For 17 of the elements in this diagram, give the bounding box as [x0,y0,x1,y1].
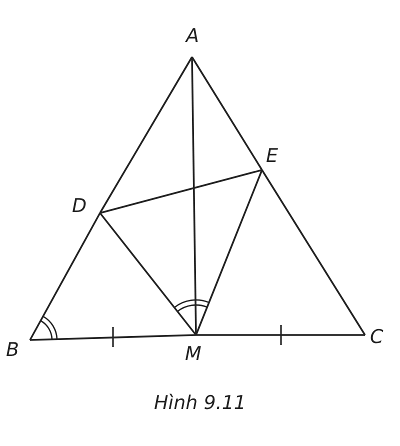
point-label: B [6,340,20,360]
point-label: C [370,327,384,347]
line-segment [99,212,197,336]
line-segment [30,334,196,341]
line-segment [191,56,197,336]
point-label: D [72,196,87,216]
point-label: E [266,146,278,166]
point-label: M [185,344,202,364]
line-segment [99,56,193,214]
line-segment [261,170,366,336]
line-segment [196,334,365,336]
line-segment [195,170,263,336]
line-segment [100,169,262,214]
figure-caption: Hình 9.11 [153,392,247,414]
line-segment [29,212,101,340]
point-label: A [186,26,199,46]
line-segment [191,56,263,170]
